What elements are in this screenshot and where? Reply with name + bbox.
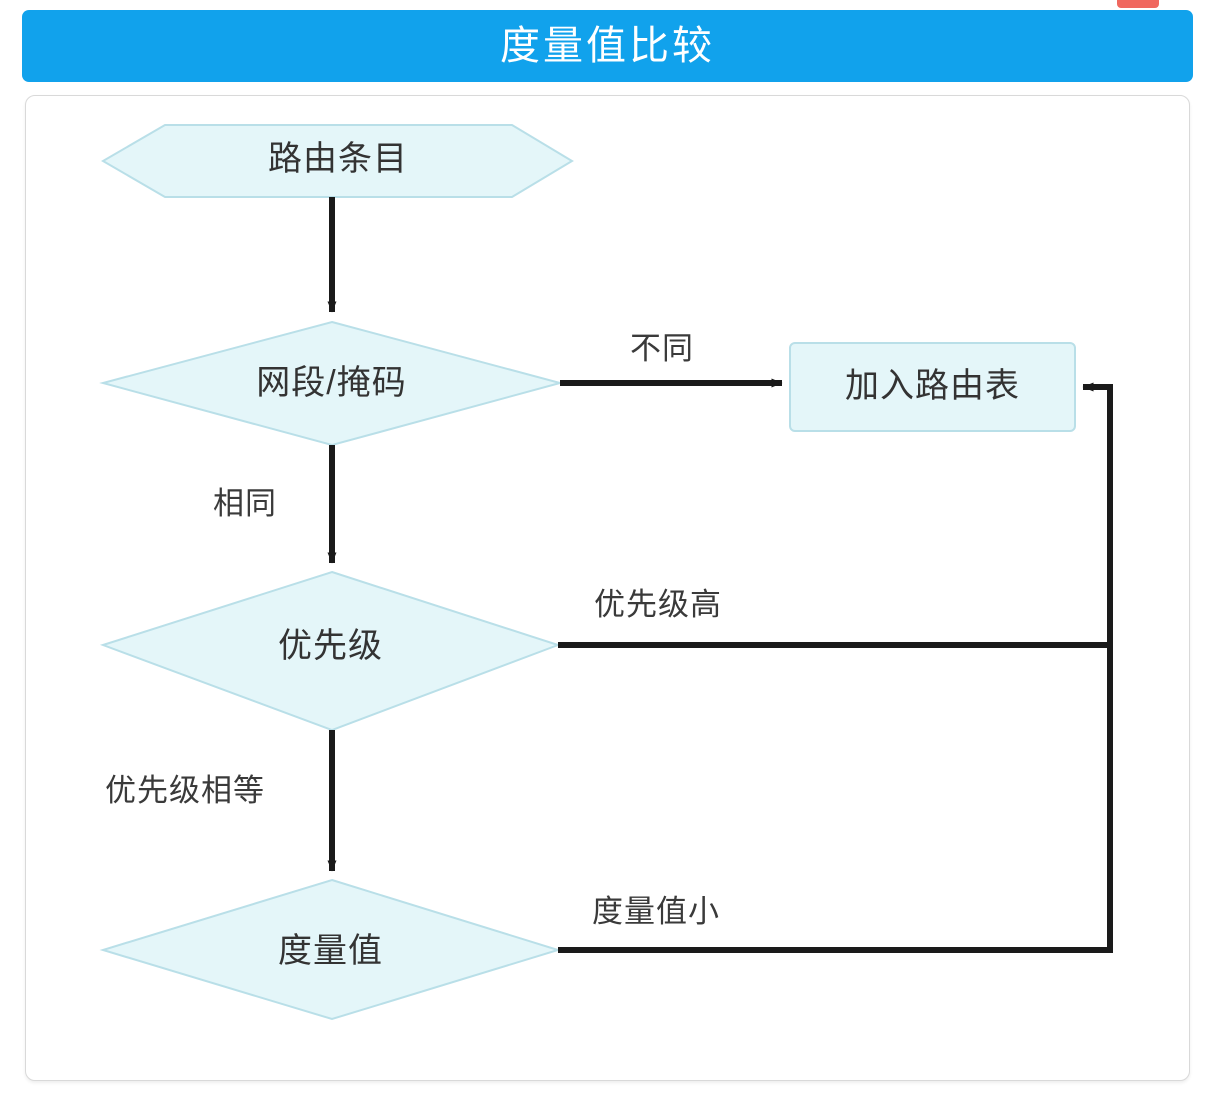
edge-label-priority-equal: 优先级相等 <box>105 773 265 808</box>
node-label-add-to-table: 加入路由表 <box>845 367 1020 405</box>
page-title: 度量值比较 <box>500 24 715 68</box>
edge-label-metric-smaller: 度量值小 <box>592 894 720 929</box>
edge-label-same: 相同 <box>213 486 277 521</box>
edge-label-different: 不同 <box>630 331 694 366</box>
header-banner: 度量值比较 <box>22 10 1193 82</box>
accent-nub <box>1117 0 1159 8</box>
node-label-priority: 优先级 <box>278 627 383 665</box>
node-label-network-mask: 网段/掩码 <box>256 364 407 402</box>
node-label-route-entry: 路由条目 <box>268 140 408 178</box>
node-label-metric: 度量值 <box>278 932 383 970</box>
edge-label-priority-higher: 优先级高 <box>594 587 722 622</box>
